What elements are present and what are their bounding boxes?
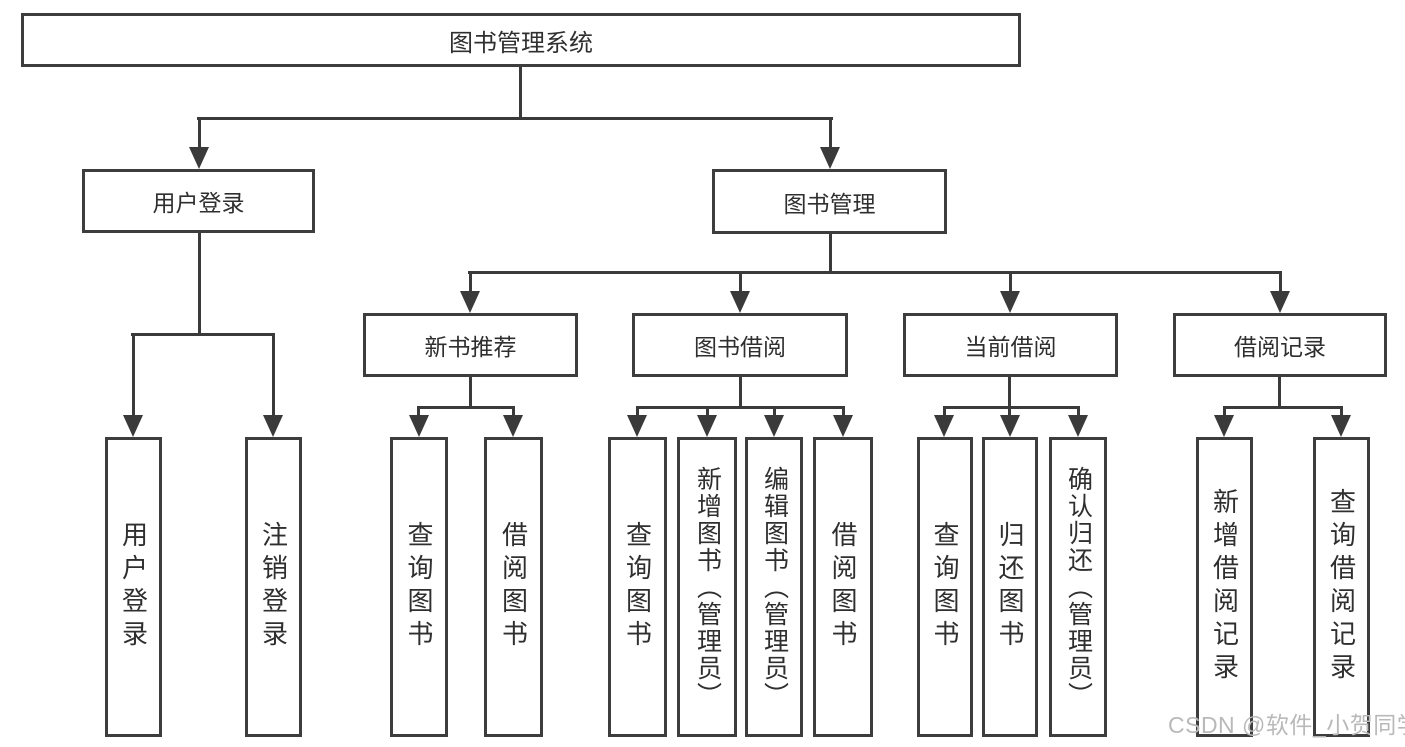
arrowhead-leaf-user-login [123,415,143,437]
connector-book-management-stem [829,234,832,272]
connector-drop-c1 [943,406,946,415]
connector-drop-leaf-logout [272,333,275,415]
leaf-logout-label: 注销登录 [258,521,289,653]
connector-drop-c2 [1008,406,1011,415]
arrowhead-b4 [833,415,853,437]
leaf-add-books-admin-label: 新增图书（管理员） [693,465,722,709]
connector-drop-d2 [1340,406,1343,415]
arrowhead-user-login [189,147,209,169]
connector-drop-b2 [706,406,709,415]
leaf-search-books-recommend: 查询图书 [390,437,448,737]
connector-drop-c3 [1077,406,1080,415]
connector-drop-r2 [512,406,515,415]
connector-drop-leaf-user-login [132,333,135,415]
arrowhead-borrowing [730,291,750,313]
leaf-user-login: 用户登录 [105,437,162,737]
connector-borrowing-stem [739,377,742,406]
connector-drop-b1 [636,406,639,415]
arrowhead-current [1000,291,1020,313]
connector-drop-user-login [198,117,201,147]
arrowhead-c3 [1068,415,1088,437]
connector-drop-r1 [417,406,420,415]
node-library-management-system: 图书管理系统 [21,13,1021,67]
leaf-search-borrow-record-label: 查询借阅记录 [1326,488,1357,686]
leaf-confirm-return-admin-label: 确认归还（管理员） [1064,465,1093,709]
connector-drop-current [1009,271,1012,291]
connector-current-stem [1008,377,1011,406]
connector-drop-d1 [1223,406,1226,415]
connector-borrowing-hline [636,406,845,409]
connector-user-login-stem [198,233,201,333]
arrowhead-c1 [934,415,954,437]
leaf-borrow-books-recommend-label: 借阅图书 [498,521,529,653]
leaf-add-borrow-record: 新增借阅记录 [1196,437,1253,737]
node-current-borrowing: 当前借阅 [903,313,1118,377]
connector-recommendation-hline [417,406,515,409]
arrowhead-r2 [503,415,523,437]
leaf-search-borrow-record: 查询借阅记录 [1313,437,1370,737]
leaf-search-books-current-label: 查询图书 [930,521,960,653]
node-borrowing-records: 借阅记录 [1173,313,1387,377]
leaf-borrow-books-recommend: 借阅图书 [484,437,543,737]
arrowhead-leaf-logout [263,415,283,437]
arrowhead-b3 [764,415,784,437]
connector-records-stem [1278,377,1281,406]
arrowhead-records [1270,291,1290,313]
leaf-borrow-books-borrowing: 借阅图书 [813,437,873,737]
connector-user-login-hline [131,333,275,336]
arrowhead-book-management [820,147,840,169]
connector-drop-recommendation [469,271,472,291]
arrowhead-c2 [1000,415,1020,437]
leaf-add-books-admin: 新增图书（管理员） [677,437,737,737]
connector-level2-hline [197,117,833,120]
arrowhead-d2 [1331,415,1351,437]
leaf-return-books: 归还图书 [982,437,1038,737]
leaf-return-books-label: 归还图书 [995,521,1025,653]
leaf-user-login-label: 用户登录 [118,521,149,653]
arrowhead-r1 [409,415,429,437]
connector-root-stem [519,67,522,118]
leaf-borrow-books-borrowing-label: 借阅图书 [828,521,858,653]
arrowhead-b2 [697,415,717,437]
connector-recommendation-stem [469,377,472,407]
leaf-confirm-return-admin: 确认归还（管理员） [1049,437,1107,737]
leaf-edit-books-admin: 编辑图书（管理员） [745,437,803,737]
node-user-login: 用户登录 [82,169,315,233]
connector-drop-borrowing [739,271,742,291]
connector-drop-records [1279,271,1282,291]
leaf-search-books-recommend-label: 查询图书 [404,521,434,653]
leaf-search-books-borrowing-label: 查询图书 [622,521,653,653]
connector-drop-b4 [842,406,845,415]
connector-current-hline [943,406,1080,409]
connector-records-hline [1223,406,1343,409]
leaf-logout: 注销登录 [245,437,302,737]
connector-drop-b3 [773,406,776,415]
leaf-edit-books-admin-label: 编辑图书（管理员） [760,465,789,709]
leaf-add-borrow-record-label: 新增借阅记录 [1209,488,1240,686]
arrowhead-b1 [627,415,647,437]
connector-level3-hline [468,271,1282,274]
leaf-search-books-current: 查询图书 [917,437,973,737]
arrowhead-recommendation [460,291,480,313]
node-book-management: 图书管理 [712,169,947,234]
connector-drop-book-management [829,117,832,147]
arrowhead-d1 [1214,415,1234,437]
leaf-search-books-borrowing: 查询图书 [608,437,667,737]
node-new-book-recommendation: 新书推荐 [363,313,578,377]
node-book-borrowing: 图书借阅 [632,313,848,377]
watermark-text: CSDN @软件_小贺同学 [1168,712,1405,738]
